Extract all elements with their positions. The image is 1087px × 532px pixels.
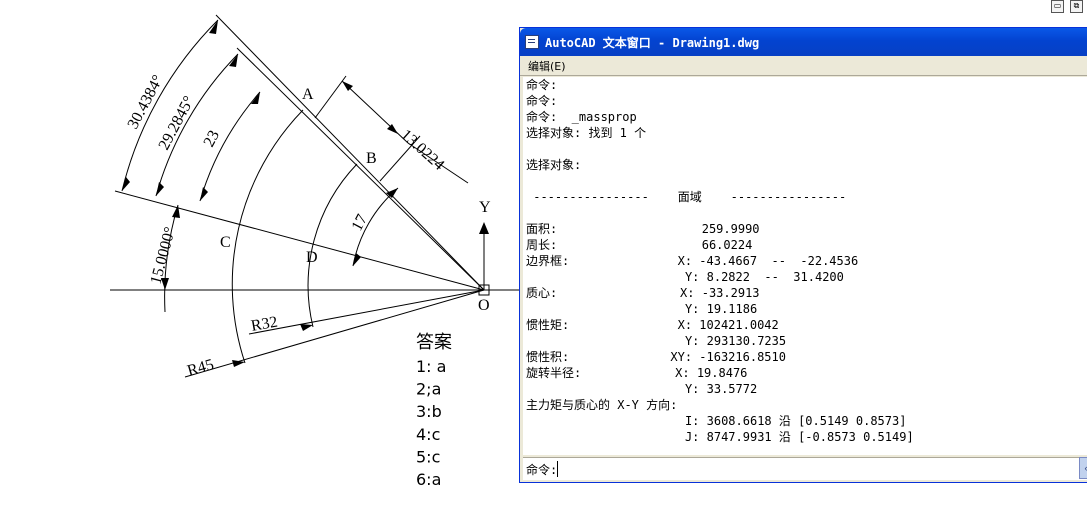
dim-leader-length	[407, 142, 469, 184]
arrow-17-top	[386, 188, 398, 198]
arrow-length-b	[387, 124, 398, 134]
history-line: 惯性矩: X: 102421.0042	[526, 318, 779, 332]
y-axis-arrow	[479, 222, 489, 234]
dim-text-angle-23: 23	[201, 128, 224, 150]
arrow-29-bottom	[156, 182, 164, 196]
history-line: 边界框: X: -43.4667 -- -22.4536	[526, 254, 859, 268]
history-line	[523, 205, 1087, 221]
answers-title: 答案	[416, 332, 452, 353]
line-oa	[215, 14, 485, 291]
answer-item: 6:a	[416, 470, 441, 489]
dim-text-r45: R45	[185, 356, 215, 380]
arrow-23-bottom	[200, 187, 208, 201]
line-oc	[114, 190, 485, 291]
answer-item: 3:b	[416, 402, 442, 421]
command-history[interactable]: 命令: 命令: 命令: _massprop 选择对象: 找到 1 个选择对象: ---…	[523, 77, 1087, 455]
history-line: 选择对象: 找到 1 个	[526, 126, 647, 140]
history-line	[523, 141, 1087, 157]
history-line: I: 3608.6618 沿 [0.5149 0.8573]	[526, 414, 907, 428]
dim-text-angle-bottom: 15.0000°	[147, 225, 179, 286]
answer-item: 4:c	[416, 425, 440, 444]
point-label-b: B	[366, 150, 377, 167]
title-bar[interactable]: AutoCAD 文本窗口 - Drawing1.dwg	[520, 28, 1087, 56]
dim-text-angle-mid: 29.2845°	[156, 93, 198, 153]
arrow-length-a	[342, 81, 353, 91]
history-line	[523, 173, 1087, 189]
arrow-r45	[232, 360, 245, 367]
history-line: Y: 19.1186	[526, 302, 758, 316]
dim-arc-30	[121, 19, 219, 192]
history-line: ---------------- 面域 ----------------	[526, 190, 847, 204]
history-line: 命令:	[526, 78, 558, 92]
arrow-15-bottom	[161, 278, 169, 290]
dim-arc-29	[155, 53, 239, 197]
history-line: Y: 8.2822 -- 31.4200	[526, 270, 844, 284]
dim-text-length: 13.0224	[397, 126, 447, 173]
arrow-23-top	[251, 92, 260, 104]
command-input[interactable]	[557, 461, 761, 477]
text-window: AutoCAD 文本窗口 - Drawing1.dwg 编辑(E) 命令:命令:…	[519, 27, 1087, 483]
history-line: 命令: _massprop	[526, 110, 637, 124]
point-label-o: O	[478, 297, 490, 314]
history-line: 面积: 259.9990	[526, 222, 760, 236]
dim-ext-a	[314, 75, 347, 119]
history-line: Y: 33.5772	[526, 382, 758, 396]
arrow-17-bottom	[353, 253, 361, 266]
menu-bar: 编辑(E)	[520, 56, 1087, 76]
arrow-29-top	[229, 54, 238, 67]
maximize-button[interactable]: ⧉	[1070, 0, 1083, 13]
arrow-30-bottom	[122, 177, 130, 191]
corner-window-buttons: ▭ ⧉	[1051, 0, 1083, 13]
axis-label-y: Y	[479, 199, 491, 216]
restore-button[interactable]: ▭	[1051, 0, 1064, 13]
point-label-c: C	[220, 234, 231, 251]
answers-list: 1: a 2;a 3:b 4:c 5:c 6:a	[416, 357, 446, 489]
answer-item: 2;a	[416, 380, 441, 399]
answer-item: 5:c	[416, 447, 440, 466]
history-line: Y: 293130.7235	[526, 334, 787, 348]
history-line: 主力矩与质心的 X-Y 方向:	[526, 398, 678, 412]
arc-r45	[231, 109, 304, 364]
command-prompt: 命令:	[526, 462, 558, 477]
history-line: 惯性积: XY: -163216.8510	[526, 350, 786, 364]
point-label-d: D	[306, 249, 318, 266]
arrow-r32	[300, 324, 313, 331]
scroll-left-icon[interactable]: ‹	[1079, 457, 1087, 479]
history-line: 旋转半径: X: 19.8476	[526, 366, 748, 380]
text-window-icon	[525, 35, 539, 49]
line-oa2	[236, 47, 485, 291]
line-r32-leader	[248, 289, 485, 335]
point-label-a: A	[302, 86, 314, 103]
arrow-15-top	[172, 205, 180, 218]
history-line: 质心: X: -33.2913	[526, 286, 760, 300]
dim-text-r32: R32	[250, 314, 279, 335]
window-title: AutoCAD 文本窗口 - Drawing1.dwg	[545, 35, 760, 50]
dim-text-angle-17: 17	[349, 212, 372, 234]
menu-edit[interactable]: 编辑(E)	[528, 59, 566, 73]
arc-r32	[307, 163, 358, 328]
dim-ext-b	[379, 135, 421, 182]
answer-item: 1: a	[416, 357, 446, 376]
history-line: 周长: 66.0224	[526, 238, 753, 252]
history-line: 选择对象:	[526, 158, 582, 172]
history-line: J: 8747.9931 沿 [-0.8573 0.5149]	[526, 430, 914, 444]
history-line: 命令:	[526, 94, 558, 108]
command-line: 命令:	[523, 457, 1087, 480]
dim-line-length	[341, 80, 409, 144]
arrow-30-top	[209, 20, 218, 34]
